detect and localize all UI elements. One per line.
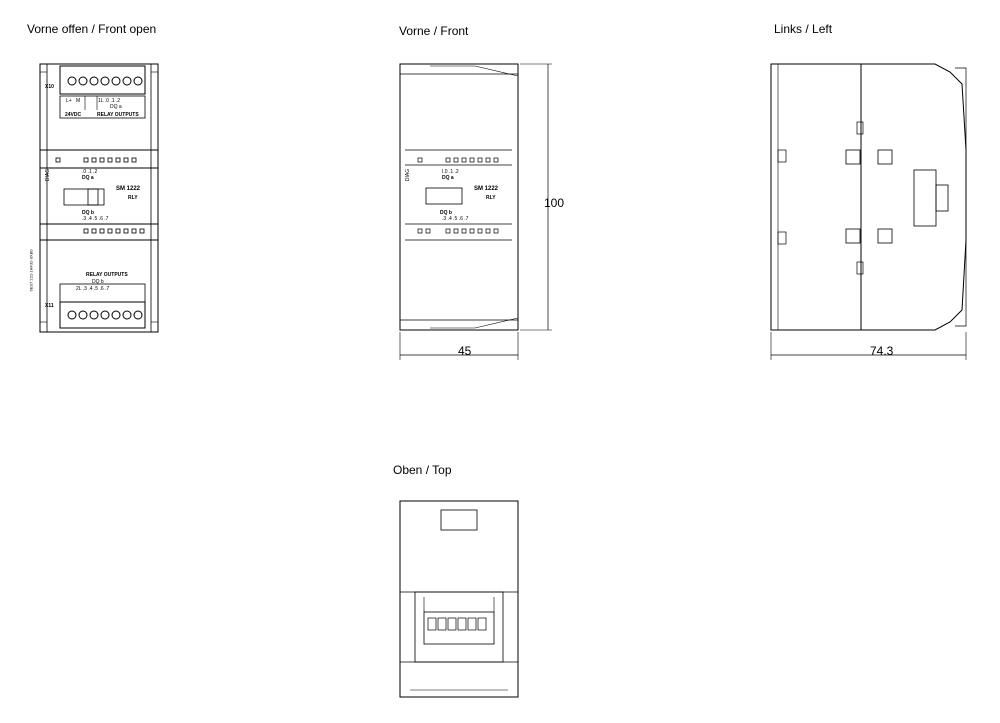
front-view-title: Vorne / Front (399, 24, 469, 38)
front-module-type-label: RLY (486, 195, 496, 201)
module-type-label: RLY (128, 195, 138, 201)
height-dimension-label: 100 (544, 196, 565, 210)
left-drawing (770, 63, 967, 360)
dqb-terminal-label: 2L .3 .4 .5 .6 .7 (76, 286, 110, 292)
dqa-label: DQ a (82, 175, 94, 181)
side-code-label: 6ES7 222-1HF32-0XB0 (28, 249, 34, 292)
front-module-name-label: SM 1222 (474, 186, 499, 192)
l-plus-label: L+ (66, 98, 72, 104)
relay-outputs-bottom-label: RELAY OUTPUTS (86, 272, 128, 278)
supply-label: 24VDC (65, 112, 82, 118)
front-led-row-top (417, 157, 499, 163)
led-row-bottom (83, 228, 145, 234)
led-row-top (55, 157, 137, 163)
diag-label: DIAG (45, 168, 52, 182)
front-dqb-label: DQ b (440, 210, 452, 216)
module-name-label: SM 1222 (116, 186, 141, 192)
top-drawing (399, 500, 519, 698)
bottom-terminal-screws (67, 310, 143, 320)
top-view-title: Oben / Top (393, 463, 452, 477)
dqa-bits-label: .0 .1 .2 (82, 169, 98, 175)
top-terminal-screws (67, 76, 143, 86)
dqb-bottom-label: DQ b (92, 279, 104, 285)
front-open-drawing (39, 63, 159, 333)
front-drawing (399, 63, 552, 360)
top-terminal-cells (427, 617, 487, 631)
x10-label: X10 (45, 84, 54, 90)
dqa-terminal-label: 1L .0 .1 .2 (98, 98, 121, 104)
front-led-row-bottom (417, 228, 499, 234)
dqb-label: DQ b (82, 210, 94, 216)
dqa-label-top: DQ a (110, 104, 122, 110)
relay-outputs-label: RELAY OUTPUTS (97, 112, 139, 118)
left-view-title: Links / Left (774, 22, 833, 36)
depth-dimension-label: 74.3 (870, 344, 894, 358)
x11-label: X11 (45, 303, 54, 309)
front-diag-label: DIAG (405, 168, 412, 182)
front-dqa-bits-label: I.0 .1 .2 (442, 169, 459, 175)
front-dqb-bits-label: .3 .4 .5 .6 .7 (442, 216, 469, 222)
front-open-view-title: Vorne offen / Front open (27, 22, 157, 36)
m-label: M (76, 98, 81, 104)
front-dqa-label: DQ a (442, 175, 454, 181)
width-dimension-label: 45 (458, 344, 472, 358)
dqb-bits-label: .3 .4 .5 .6 .7 (82, 216, 109, 222)
